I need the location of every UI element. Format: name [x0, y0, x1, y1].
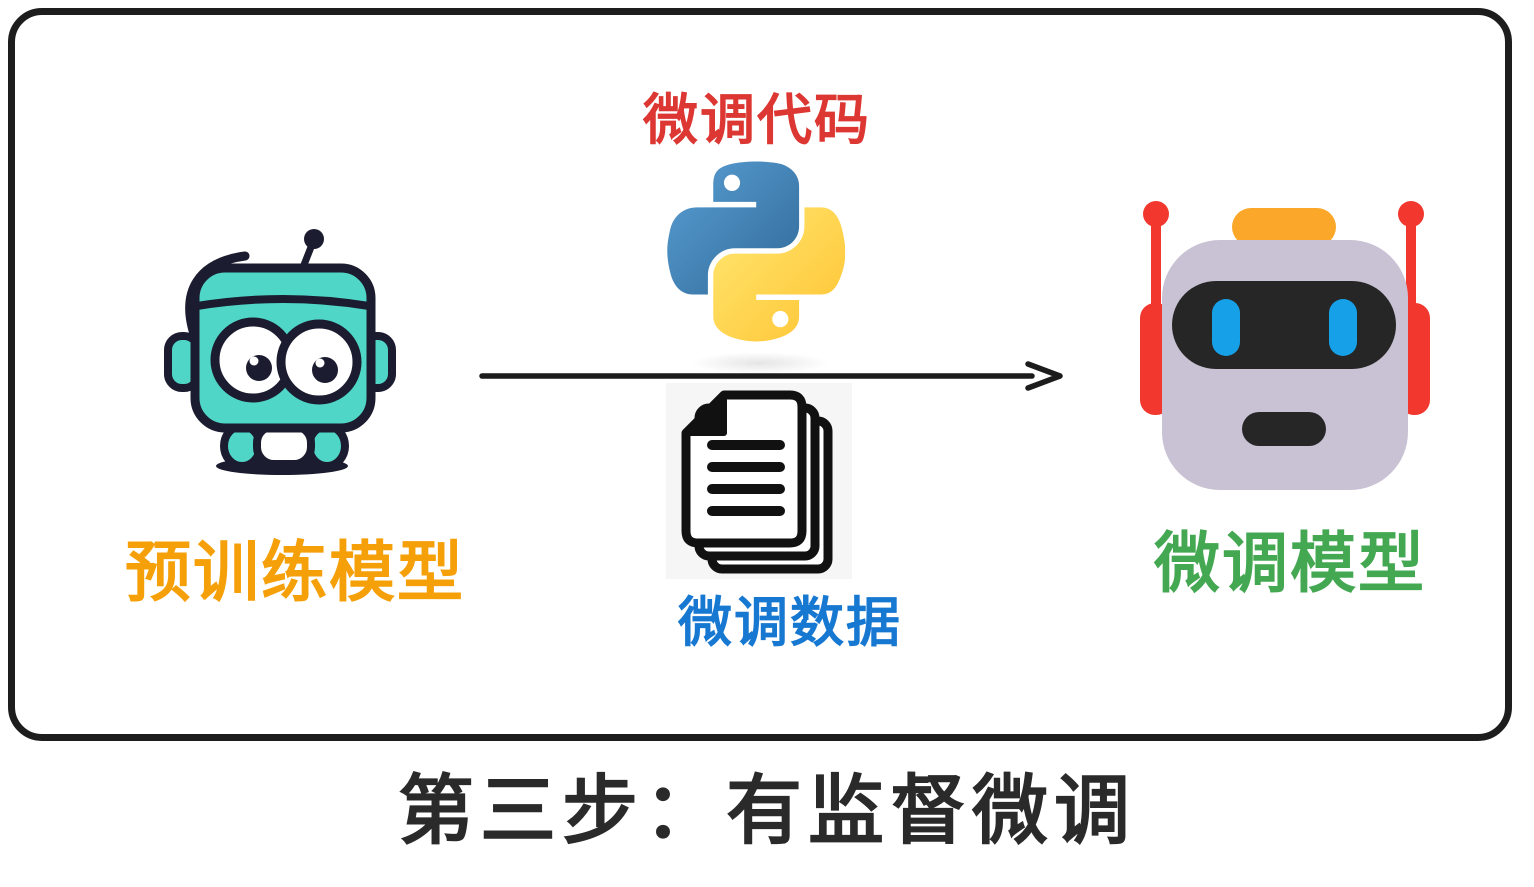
purple-robot-head-icon: [1140, 201, 1430, 490]
python-logo-icon: [667, 161, 845, 342]
step-caption: 第三步：有监督微调: [398, 769, 1136, 854]
document-stack-icon: [666, 383, 852, 579]
finetune-code-label: 微调代码: [642, 89, 871, 151]
finetuned-model-label: 微调模型: [1154, 526, 1426, 600]
teal-robot-mascot-icon: [164, 229, 396, 475]
python-logo-shadow: [690, 352, 830, 374]
pretrained-model-label: 预训练模型: [125, 535, 465, 609]
finetune-data-label: 微调数据: [678, 593, 902, 653]
flow-arrow-icon: [479, 361, 1063, 391]
